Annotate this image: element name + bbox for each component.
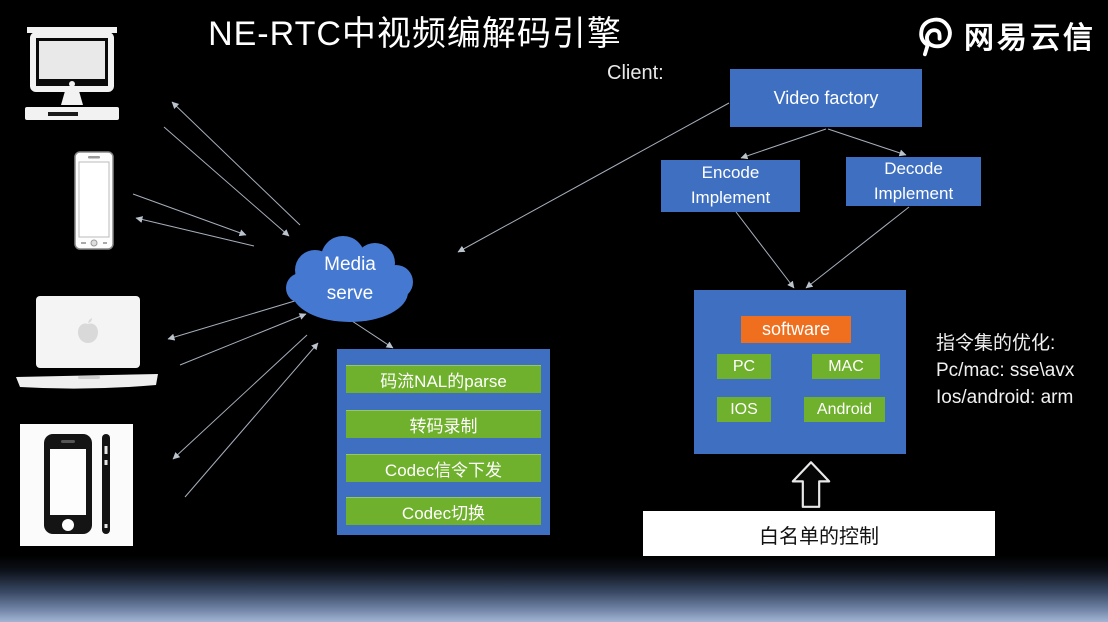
cloud-label-line2: serve bbox=[326, 283, 374, 304]
slide-title: NE-RTC中视频编解码引擎 bbox=[208, 15, 622, 53]
chip-mac: MAC bbox=[812, 354, 880, 379]
connector-arrow bbox=[171, 101, 301, 226]
connector-arrow bbox=[172, 334, 308, 460]
chip-ios: IOS bbox=[717, 397, 771, 422]
client-label: Client: bbox=[607, 62, 664, 84]
decode-implement-box: Decode Implement bbox=[846, 157, 981, 206]
video-factory-box: Video factory bbox=[730, 69, 922, 127]
pipeline-item-transcode: 转码录制 bbox=[346, 410, 541, 438]
cloud-icon bbox=[286, 236, 413, 322]
brand-logo: 网易云信 bbox=[913, 13, 1096, 57]
whitelist-up-arrow bbox=[791, 461, 831, 508]
bottom-gradient-strip bbox=[0, 556, 1108, 622]
connector-arrow bbox=[163, 126, 290, 237]
connector-arrow bbox=[135, 216, 255, 247]
iphone-icon bbox=[20, 424, 133, 546]
cloud-label-line1: Media bbox=[324, 254, 376, 276]
chip-android: Android bbox=[804, 397, 885, 422]
brand-logo-text: 网易云信 bbox=[964, 22, 1096, 55]
connector-arrow bbox=[132, 193, 247, 237]
encode-implement-box: Encode Implement bbox=[661, 160, 800, 212]
laptop-icon bbox=[16, 296, 158, 389]
instruction-set-note: 指令集的优化: Pc/mac: sse\avx Ios/android: arm bbox=[936, 331, 1074, 412]
media-server-cloud: Media serve bbox=[283, 230, 417, 326]
netease-yunxin-logo-icon bbox=[919, 17, 952, 57]
desktop-computer-icon bbox=[25, 27, 119, 120]
cloud-label: Media serve bbox=[283, 240, 417, 320]
connector-arrow bbox=[805, 206, 910, 289]
smartphone-icon bbox=[74, 151, 114, 250]
connector-arrow bbox=[827, 128, 907, 157]
whitelist-control-box: 白名单的控制 bbox=[643, 511, 995, 557]
connector-arrow bbox=[184, 342, 319, 498]
codec-pipeline-box: 码流NAL的parse 转码录制 Codec信令下发 Codec切换 bbox=[337, 349, 550, 535]
connector-arrow bbox=[735, 211, 795, 289]
pipeline-item-nal-parse: 码流NAL的parse bbox=[346, 365, 541, 393]
note-line3: Ios/android: arm bbox=[936, 386, 1074, 408]
chip-pc: PC bbox=[717, 354, 771, 379]
platform-box: software PC MAC IOS Android bbox=[694, 290, 906, 454]
pipeline-item-codec-switch: Codec切换 bbox=[346, 497, 541, 525]
connector-arrow bbox=[167, 299, 299, 341]
note-line1: 指令集的优化: bbox=[936, 333, 1056, 354]
note-line2: Pc/mac: sse\avx bbox=[936, 359, 1075, 381]
pipeline-item-codec-signal: Codec信令下发 bbox=[346, 454, 541, 482]
connector-arrow bbox=[740, 128, 827, 160]
software-badge: software bbox=[741, 316, 851, 343]
